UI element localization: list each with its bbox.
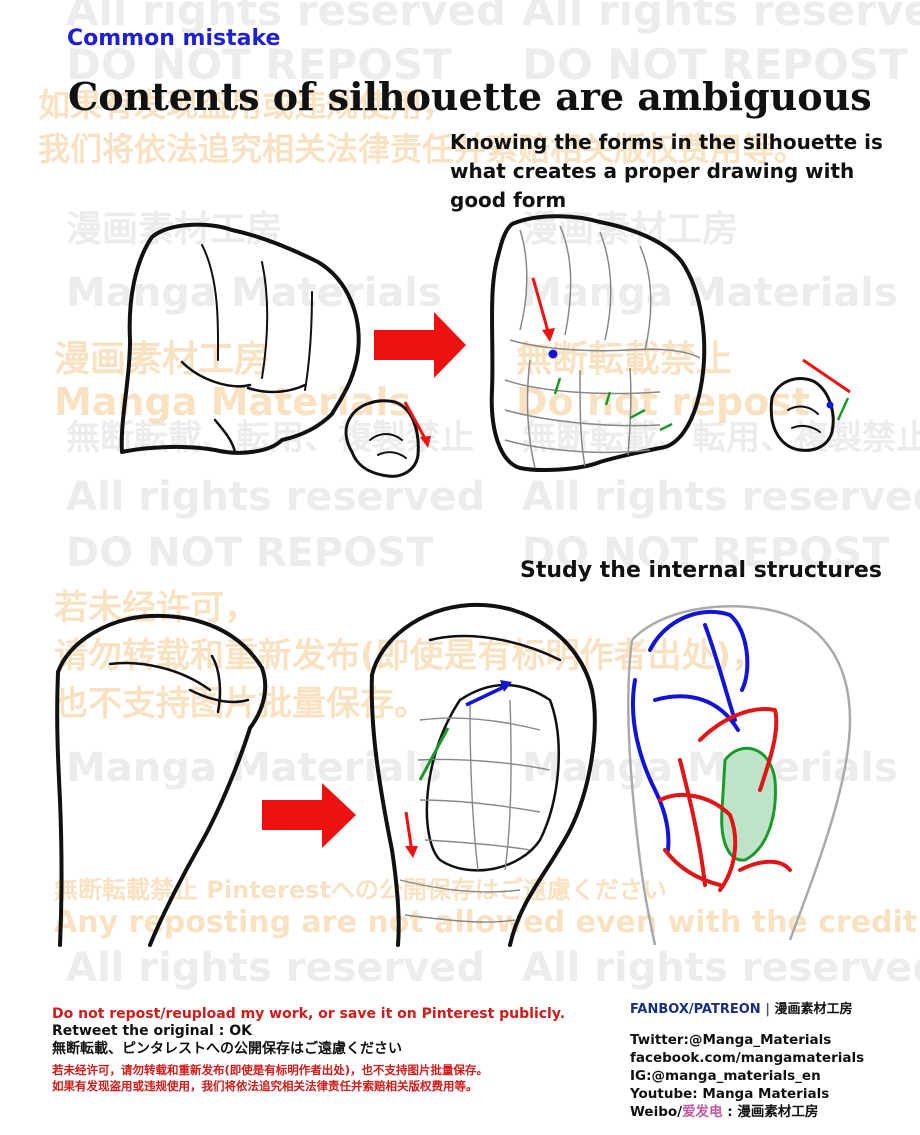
weibo-suffix: : 漫画素材工房 (722, 1104, 819, 1120)
red-bones (658, 707, 792, 892)
twitter-link[interactable]: Twitter:@Manga_Materials (630, 1032, 832, 1048)
bottom-middle-construction (399, 699, 551, 923)
page-title: Contents of silhouette are ambiguous (68, 74, 872, 119)
weibo-prefix: Weibo/ (630, 1104, 683, 1120)
footer-notice-line-2: Retweet the original : OK (52, 1023, 252, 1039)
weibo-link[interactable]: Weibo/爱发电 : 漫画素材工房 (630, 1103, 915, 1121)
blue-bones (630, 609, 750, 852)
footer-notice-line-4: 若未经许可，请勿转载和重新发布(即使是有标明作者出处)，也不支持图片批量保存。 (52, 1063, 489, 1077)
small-fist-top-right (769, 377, 835, 452)
fist-structured-top-right (489, 214, 707, 472)
green-tick-small-right (836, 397, 850, 421)
skeleton-hand-ghost (627, 605, 852, 946)
common-mistake-tag: Common mistake (67, 26, 281, 51)
red-guide-arrowhead-1 (542, 328, 555, 342)
fanbox-patreon-link[interactable]: FANBOX/PATREON (630, 1002, 761, 1017)
footer-social-heading: FANBOX/PATREON | 漫画素材工房 (630, 998, 915, 1017)
green-guide-ticks (553, 377, 673, 432)
studio-name: 漫画素材工房 (774, 1002, 853, 1017)
instagram-link[interactable]: IG:@manga_materials_en (630, 1068, 821, 1084)
weibo-name: 爱发电 (682, 1104, 723, 1120)
red-guide-line-small-right (802, 358, 851, 394)
red-guide-arrow-2 (404, 811, 414, 853)
youtube-link[interactable]: Youtube: Manga Materials (630, 1086, 830, 1102)
red-guide-arrowhead-2 (405, 846, 418, 858)
fist-silhouette-bottom-left (55, 613, 268, 947)
caption-knowing-forms: Knowing the forms in the silhouette is w… (450, 130, 883, 212)
red-arrow-right-2 (262, 783, 356, 848)
facebook-link[interactable]: facebook.com/mangamaterials (630, 1050, 865, 1066)
fist-structured-bottom-middle (369, 602, 597, 947)
footer-social: FANBOX/PATREON | 漫画素材工房 Twitter:@Manga_M… (630, 998, 915, 1121)
footer-notice: Do not repost/reupload my work, or save … (52, 1006, 622, 1094)
small-fist-top-left (344, 399, 420, 478)
footer-notice-line-3: 無断転載、ピンタレストへの公開保存はご遠慮ください (52, 1041, 402, 1057)
footer-notice-line-5: 如果有发现盗用或违规使用，我们将依法追究相关法律责任并索赔相关版权费用等。 (52, 1079, 478, 1093)
fist-silhouette-top-left (119, 222, 361, 455)
blue-dot-small-right (826, 401, 834, 409)
footer-notice-line-1: Do not repost/reupload my work, or save … (52, 1006, 566, 1022)
blue-knuckle-dot (548, 349, 558, 359)
caption-study-structures: Study the internal structures (520, 558, 882, 583)
green-measure-line (418, 727, 450, 781)
heading-separator: | (765, 1002, 770, 1017)
red-guide-arrowhead-small (420, 436, 431, 448)
blue-guide-arrowhead (500, 680, 512, 692)
red-guide-arrow-1 (531, 277, 551, 336)
blue-guide-arrow (465, 684, 507, 707)
red-arrow-right-1 (374, 312, 466, 378)
fist-construction-lines (504, 225, 701, 469)
